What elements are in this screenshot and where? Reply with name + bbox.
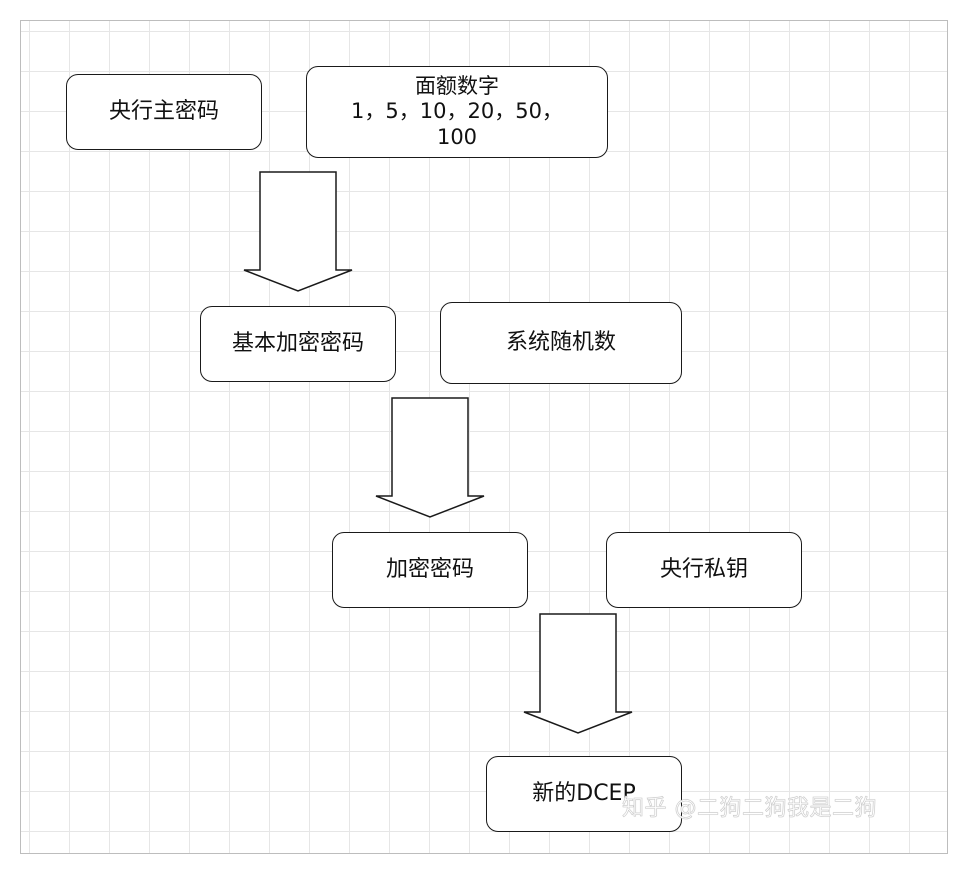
encryption-key-box: 加密密码: [332, 532, 528, 608]
central-private-key-label: 央行私钥: [659, 557, 748, 583]
arrow-down-icon: [375, 397, 485, 518]
basic-encryption-key-box: 基本加密密码: [200, 306, 396, 382]
watermark: 知乎 @二狗二狗我是二狗: [622, 796, 877, 822]
denomination-title: 面额数字: [415, 73, 499, 98]
arrow-down-icon: [243, 171, 353, 292]
denomination-values-line2: 100: [436, 124, 478, 149]
central-master-key-box: 央行主密码: [66, 74, 262, 150]
basic-encryption-key-label: 基本加密密码: [231, 331, 364, 357]
arrow-down-icon: [523, 613, 633, 734]
denomination-values-line1: 1，5，10，20，50，: [351, 99, 563, 124]
system-random-number-box: 系统随机数: [440, 302, 682, 384]
new-dcep-box: 新的DCEP: [486, 756, 682, 832]
system-random-number-label: 系统随机数: [505, 330, 616, 356]
central-private-key-box: 央行私钥: [606, 532, 802, 608]
diagram-canvas: [20, 20, 948, 854]
new-dcep-label: 新的DCEP: [532, 781, 636, 807]
denomination-box: 面额数字 1，5，10，20，50， 100: [306, 66, 608, 158]
central-master-key-label: 央行主密码: [108, 99, 219, 125]
encryption-key-label: 加密密码: [385, 557, 474, 583]
